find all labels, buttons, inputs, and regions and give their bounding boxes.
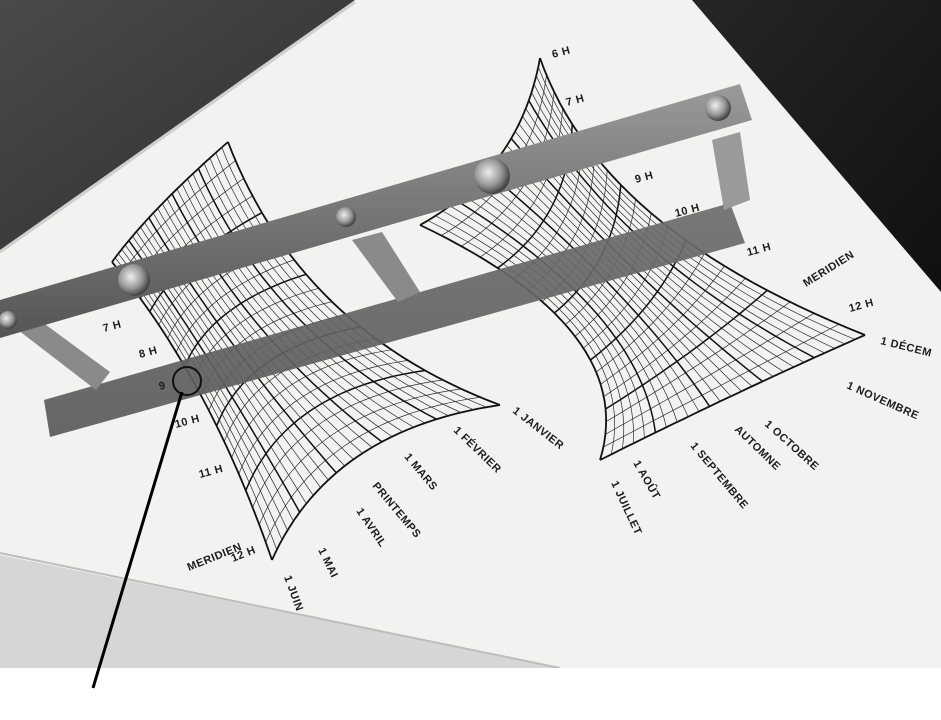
grid-line <box>181 183 403 433</box>
grid-line <box>176 188 393 437</box>
grid-line <box>456 200 657 433</box>
grid-line <box>535 75 846 345</box>
ground-top-right <box>692 0 941 292</box>
right-hour-label: 6 H <box>551 44 572 60</box>
photo-area: 6 H 7 H 9 H 10 H 11 H MERIDIEN 12 H 1 DÉ… <box>0 0 941 668</box>
grid-line <box>605 289 768 410</box>
grid-line <box>492 165 721 402</box>
bolt-icon <box>474 158 510 194</box>
left-hour-label: 8 H <box>138 344 159 360</box>
bolt-icon <box>336 207 356 227</box>
lower-bar <box>44 203 745 437</box>
grid-line <box>209 157 461 413</box>
grid-line <box>603 278 746 397</box>
grid-line <box>449 205 645 439</box>
grid-line <box>265 396 481 543</box>
grid-line <box>486 171 711 407</box>
grid-line <box>605 301 791 422</box>
marker-circle <box>172 366 202 396</box>
grid-line <box>121 160 236 275</box>
grid-line <box>238 360 409 475</box>
left-hour-label: 9 <box>158 380 168 393</box>
post-right <box>712 132 750 210</box>
grid-line <box>175 259 295 353</box>
pointer-line <box>91 391 184 689</box>
grid-line <box>497 158 732 397</box>
grid-line <box>442 210 634 444</box>
grid-line <box>231 349 392 458</box>
grid-line <box>197 168 437 420</box>
grid-line <box>252 379 443 508</box>
grid-line <box>537 66 856 340</box>
grid-line <box>258 388 462 525</box>
grid-line <box>187 178 414 428</box>
grid-line <box>215 152 474 411</box>
grid-line <box>245 369 426 491</box>
grid-line <box>271 404 501 561</box>
upper-bar <box>0 84 752 338</box>
grid-line <box>475 183 689 417</box>
grid-line <box>539 57 866 336</box>
grid-line <box>192 173 426 424</box>
grid-line <box>595 253 705 373</box>
grid-line <box>183 273 307 367</box>
grid-line <box>502 152 742 392</box>
grid-line <box>605 313 815 435</box>
grid-line <box>227 141 501 406</box>
grid-line <box>203 163 449 417</box>
grid-line <box>481 177 700 412</box>
grid-line <box>599 334 866 461</box>
grid-line <box>171 193 383 443</box>
grid-line <box>419 224 608 461</box>
post-middle <box>352 232 420 302</box>
bolt-icon <box>0 311 17 329</box>
right-hour-label: 9 H <box>634 169 655 185</box>
left-hour-label: 7 H <box>102 318 123 334</box>
grid-line <box>603 323 840 448</box>
grid-line <box>427 220 615 455</box>
post-left <box>18 322 110 390</box>
grid-line <box>111 261 273 561</box>
bolt-icon <box>118 264 150 296</box>
grid-line <box>221 147 487 408</box>
grid-line <box>435 215 625 449</box>
bolt-icon <box>705 95 731 121</box>
ground-top-left <box>0 0 355 250</box>
grid-line <box>111 141 229 263</box>
grid-line <box>469 189 678 423</box>
grid-line <box>463 195 667 428</box>
grid-line <box>600 265 725 385</box>
right-hour-label: 7 H <box>565 92 586 108</box>
